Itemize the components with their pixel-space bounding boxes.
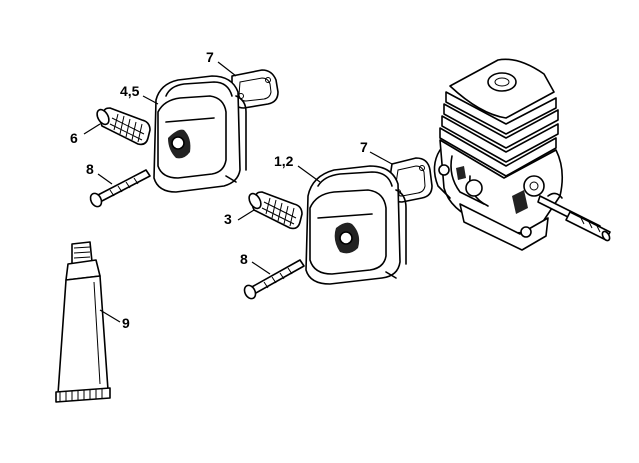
callout-7-lower: 7 <box>360 139 368 155</box>
screen-lower <box>248 191 303 230</box>
callout-6: 6 <box>70 130 78 146</box>
callout-7-upper: 7 <box>206 49 214 65</box>
bolt-upper <box>89 169 151 208</box>
callout-4-5: 4,5 <box>120 83 140 99</box>
grease-tube <box>55 241 111 403</box>
callout-8-lower: 8 <box>240 251 248 267</box>
callout-1-2: 1,2 <box>274 153 294 169</box>
bolt-lower <box>243 259 305 300</box>
callout-8-upper: 8 <box>86 161 94 177</box>
callout-9: 9 <box>122 315 130 331</box>
screen-upper <box>96 107 151 146</box>
leader-lines <box>83 61 393 323</box>
callout-3: 3 <box>224 211 232 227</box>
muffler-lower <box>305 165 407 285</box>
muffler-upper <box>153 75 247 193</box>
engine-assembly <box>433 58 611 251</box>
